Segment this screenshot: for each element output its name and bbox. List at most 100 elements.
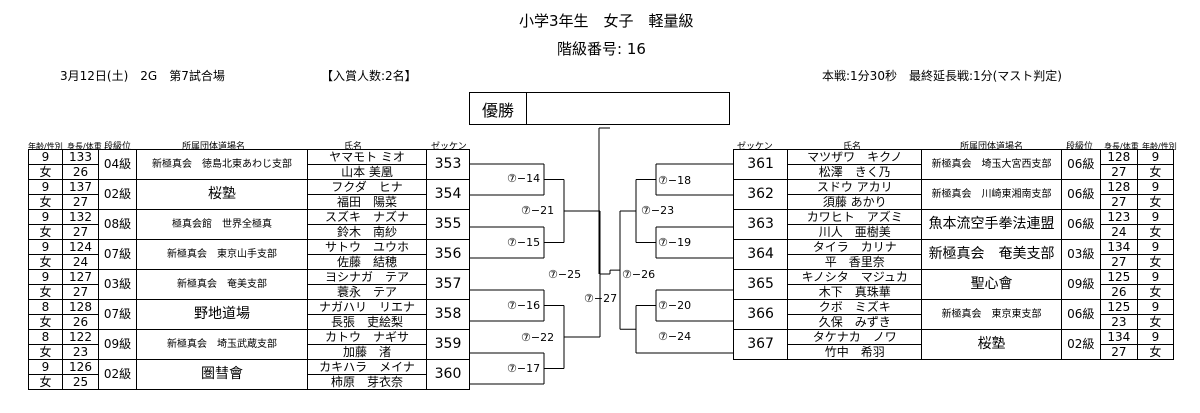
match-label-m26: ⑦−26 [622, 268, 655, 281]
entry-grade: 02級 [1060, 329, 1101, 360]
entry-name-kana: タイラ カリナ [787, 239, 923, 255]
match-label-m23: ⑦−23 [641, 204, 674, 217]
entry-name: 柿原 芽衣奈 [307, 374, 427, 390]
entry-name-kana: ヤマモト ミオ [307, 149, 427, 165]
entry-name-kana: フクダ ヒナ [307, 179, 427, 195]
entry-name: 竹中 希羽 [787, 344, 923, 360]
entry-zekken: 360 [426, 359, 470, 390]
entry-height: 124 [62, 239, 99, 255]
col-header-zekken: ゼッケン [431, 142, 467, 152]
entry-sex: 女 [1136, 344, 1175, 360]
col-header-zekken-right: ゼッケン [737, 142, 773, 152]
entry-name-kana: マツザワ キクノ [787, 149, 923, 165]
winner-box: 優勝 [469, 92, 730, 125]
col-header-age-sex-right: 年齢/性別 [1142, 142, 1177, 151]
match-label-m14: ⑦−14 [507, 172, 540, 185]
entry-sex: 女 [1136, 254, 1175, 270]
col-header-dojo-right: 所属団体道場名 [960, 142, 1024, 152]
match-label-m21: ⑦−21 [521, 204, 554, 217]
entry-height: 125 [1099, 299, 1138, 315]
entry-dojo: 野地道場 [136, 299, 308, 330]
entry-sex: 女 [28, 254, 63, 270]
entry-zekken: 357 [426, 269, 470, 300]
entry-dojo: 圏彗會 [136, 359, 308, 390]
entry-height: 132 [62, 209, 99, 225]
entry-zekken: 362 [732, 179, 789, 210]
bracket-lines [469, 127, 733, 385]
entry-weight: 25 [62, 374, 99, 390]
class-number: 階級番号: 16 [557, 40, 646, 58]
entry-name: 長張 吏絵梨 [307, 314, 427, 330]
entry-sex: 女 [1136, 194, 1175, 210]
page-title: 小学3年生 女子 軽量級 [519, 12, 694, 30]
entry-grade: 09級 [1060, 269, 1101, 300]
match-label-m15: ⑦−15 [507, 236, 540, 249]
entry-grade: 02級 [98, 359, 137, 390]
entry-weight: 27 [1099, 344, 1138, 360]
entry-weight: 23 [1099, 314, 1138, 330]
entry-grade: 07級 [98, 239, 137, 270]
col-header-dojo: 所属団体道場名 [182, 142, 246, 152]
entry-sex: 女 [1136, 164, 1175, 180]
entry-dojo: 桜塾 [921, 329, 1062, 360]
match-label-m27: ⑦−27 [584, 292, 617, 305]
col-header-height-weight-right: 身長/体重 [1104, 142, 1139, 151]
entry-zekken: 359 [426, 329, 470, 360]
entry-weight: 27 [62, 194, 99, 210]
match-label-m25: ⑦−25 [548, 268, 581, 281]
entry-name: 蓑永 テア [307, 284, 427, 300]
bracket-match-labels: ⑦−14⑦−15⑦−16⑦−17⑦−21⑦−22⑦−25⑦−27⑦−18⑦−19… [507, 172, 691, 375]
match-label-m24: ⑦−24 [658, 330, 691, 343]
entry-grade: 02級 [98, 179, 137, 210]
entry-zekken: 365 [732, 269, 789, 300]
entry-zekken: 355 [426, 209, 470, 240]
entry-height: 133 [62, 149, 99, 165]
col-header-grade-right: 段級位 [1066, 142, 1094, 152]
match-label-m19: ⑦−19 [658, 236, 691, 249]
date-venue: 3月12日(土) 2G 第7試合場 [60, 69, 225, 83]
entry-dojo: 新極真会 東京東支部 [921, 299, 1062, 330]
entry-name: 須藤 あかり [787, 194, 923, 210]
entry-zekken: 353 [426, 149, 470, 180]
entry-name-kana: ナガハリ リエナ [307, 299, 427, 315]
col-header-name: 氏名 [344, 142, 363, 152]
col-header-height-weight: 身長/体重 [67, 142, 102, 151]
entry-grade: 06級 [1060, 299, 1101, 330]
entry-dojo: 聖心會 [921, 269, 1062, 300]
prize-count: 【入賞人数:2名】 [321, 69, 417, 83]
entry-name-kana: サトウ ユウホ [307, 239, 427, 255]
entry-name-kana: クボ ミズキ [787, 299, 923, 315]
entry-grade: 06級 [1060, 179, 1101, 210]
entry-name: 山本 美凰 [307, 164, 427, 180]
entry-zekken: 364 [732, 239, 789, 270]
col-header-age-sex: 年齢/性別 [28, 142, 63, 151]
entry-name: 福田 陽菜 [307, 194, 427, 210]
entry-dojo: 桜塾 [136, 179, 308, 210]
match-label-m20: ⑦−20 [658, 299, 691, 312]
entry-name-kana: タケナカ ノワ [787, 329, 923, 345]
entry-zekken: 367 [732, 329, 789, 360]
entry-name-kana: スドウ アカリ [787, 179, 923, 195]
match-label-m16: ⑦−16 [507, 299, 540, 312]
match-label-m22: ⑦−22 [521, 331, 554, 344]
match-label-m17: ⑦−17 [507, 362, 540, 375]
